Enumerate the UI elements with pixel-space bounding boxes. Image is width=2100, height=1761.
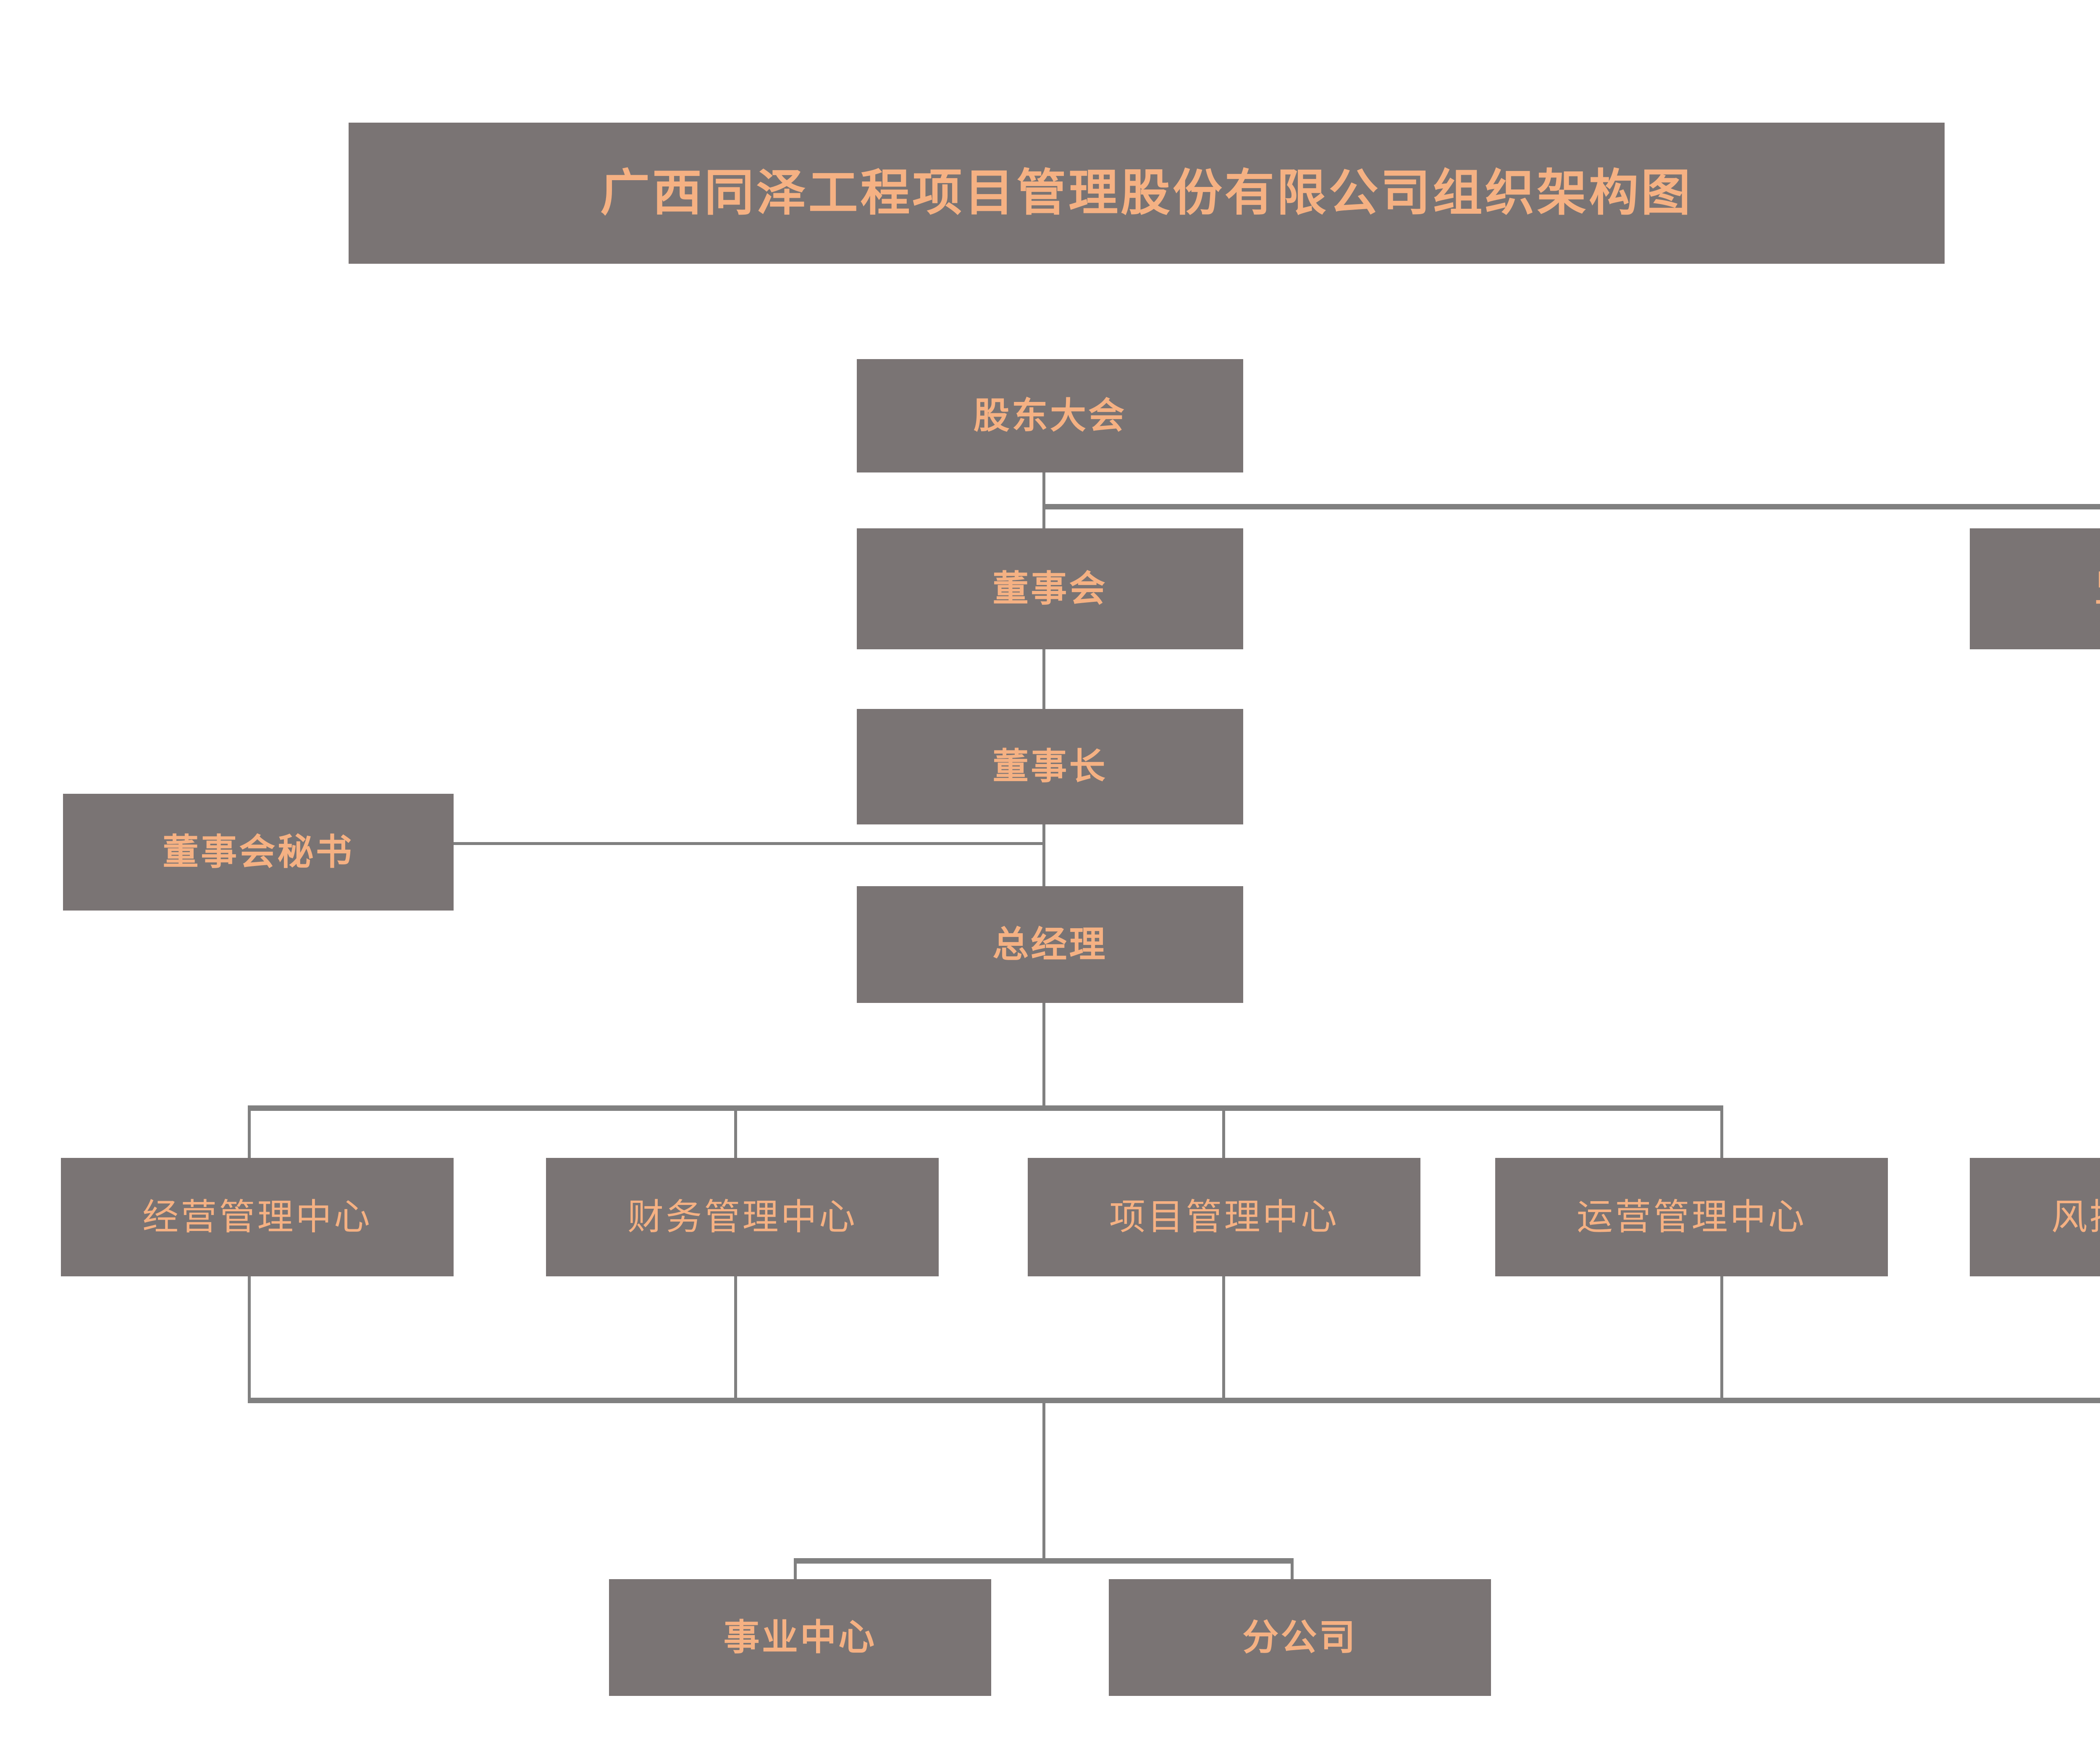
node-board-of-directors[interactable]: 董事会 [857,528,1243,649]
connector-project-center-down [1222,1275,1225,1401]
connector-bar-to-project-center [1222,1105,1225,1159]
node-shareholders-meeting[interactable]: 股东大会 [857,359,1243,472]
connector-secretary-to-trunk [454,842,1045,845]
node-branch-company[interactable]: 分公司 [1109,1579,1491,1696]
connector-operation-center-down [1720,1275,1723,1401]
connector-bar-to-operation-center [1720,1105,1723,1159]
connector-shareholders-to-split [1042,472,1045,507]
connector-dept-distribution-bar [248,1105,1723,1111]
node-general-manager[interactable]: 总经理 [857,886,1243,1003]
connector-split-bar-board-supervisors [1042,504,2100,509]
node-operation-management-center[interactable]: 运营管理中心 [1495,1158,1888,1276]
node-board-of-supervisors[interactable]: 监事会 [1970,528,2100,649]
chart-title-bar: 广西同泽工程项目管理股份有限公司组织架构图 [349,123,1945,264]
connector-board-to-chairman [1042,647,1045,710]
connector-collection-to-leaf-split [1042,1398,1045,1562]
connector-chairman-to-gm [1042,823,1045,886]
node-risk-compliance-center[interactable]: 风控合规中心 [1970,1158,2100,1276]
connector-lower-collection-bar [248,1398,2100,1403]
connector-business-center-down [248,1275,251,1401]
node-business-unit-center[interactable]: 事业中心 [609,1579,991,1696]
connector-split-to-business-unit [794,1558,797,1581]
node-project-management-center[interactable]: 项目管理中心 [1028,1158,1420,1276]
connector-gm-to-dept-bar [1042,1002,1045,1109]
connector-leaf-split-bar [794,1558,1294,1564]
node-chairman[interactable]: 董事长 [857,709,1243,824]
node-finance-management-center[interactable]: 财务管理中心 [546,1158,939,1276]
connector-finance-center-down [734,1275,737,1401]
node-board-secretary[interactable]: 董事会秘书 [63,794,454,911]
connector-bar-to-business-center [248,1105,251,1159]
connector-split-to-branch-company [1291,1558,1294,1581]
connector-bar-to-finance-center [734,1105,737,1159]
connector-split-to-board [1042,504,1045,529]
node-business-management-center[interactable]: 经营管理中心 [61,1158,454,1276]
